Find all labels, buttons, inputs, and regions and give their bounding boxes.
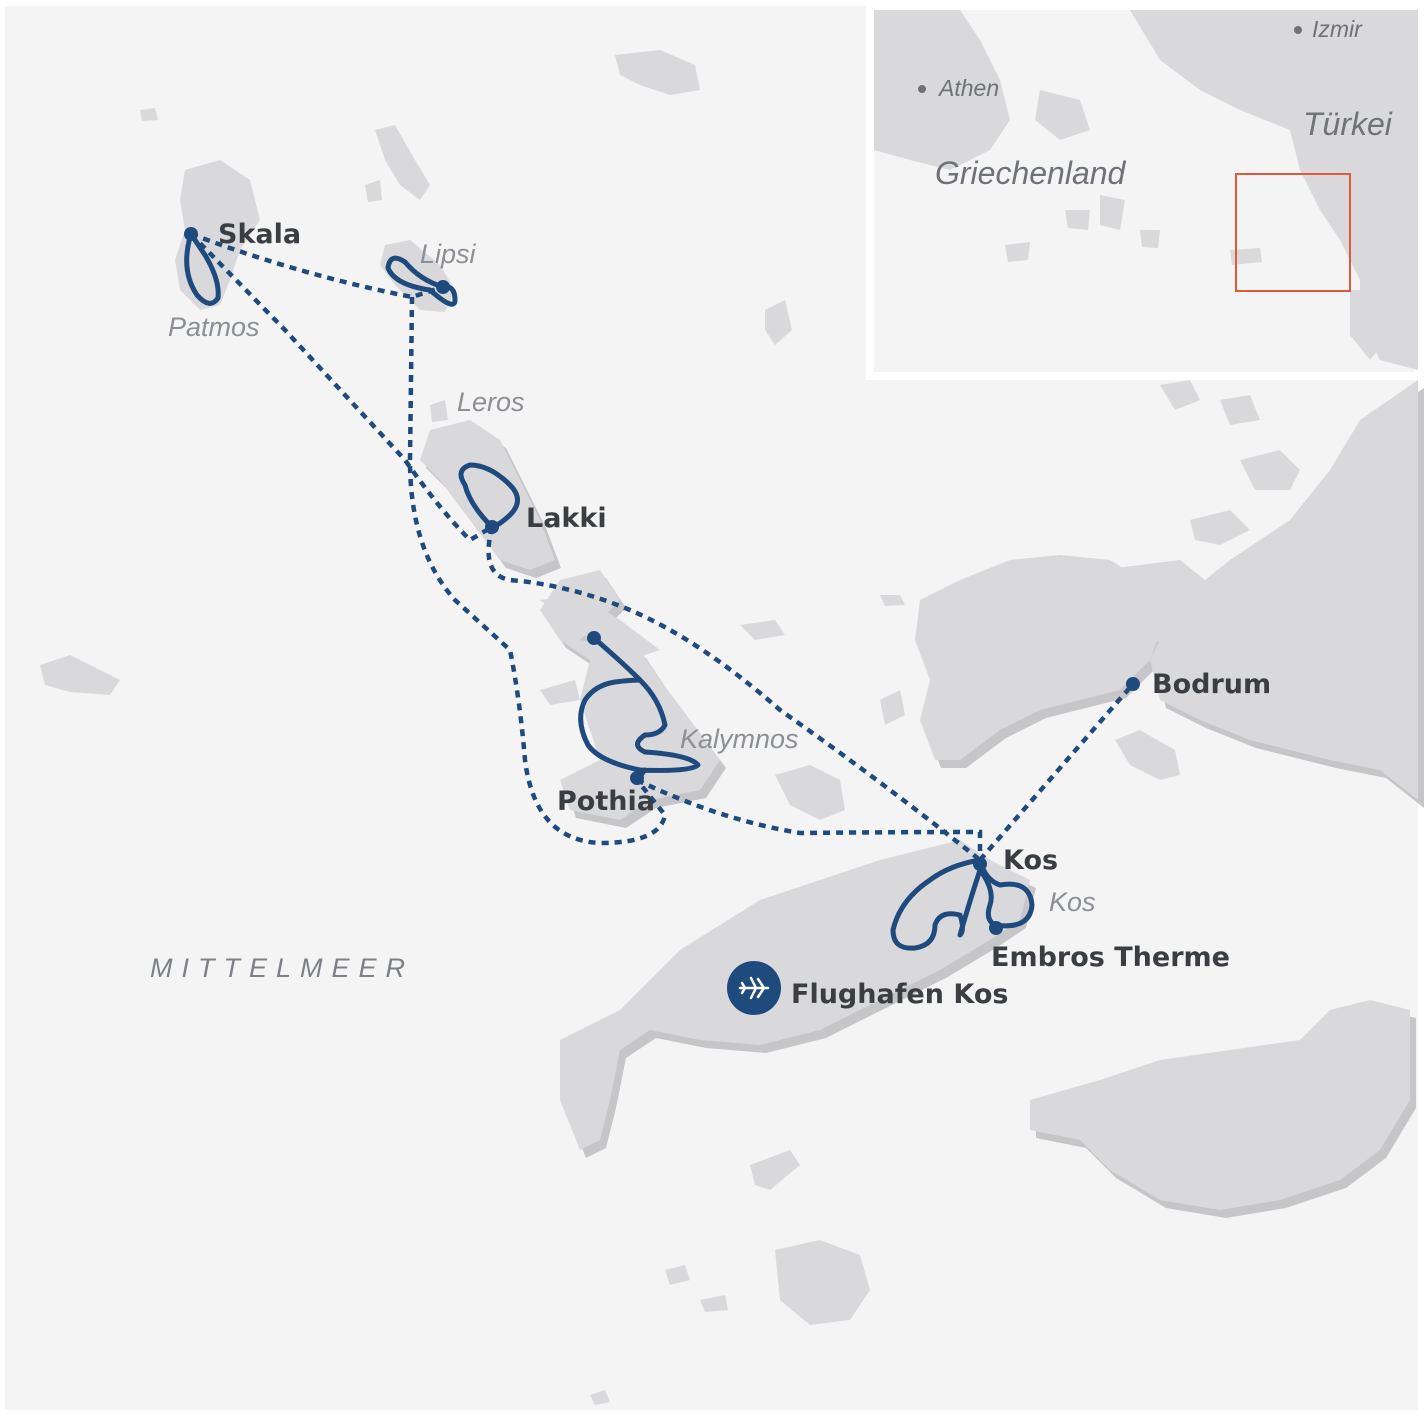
label-leros: Leros xyxy=(457,387,525,417)
label-lakki: Lakki xyxy=(526,503,607,534)
route-patmos xyxy=(184,231,221,306)
inset-land xyxy=(874,10,1418,370)
inset-label-izmir: Izmir xyxy=(1312,16,1363,42)
inset-label-tuerkei: Türkei xyxy=(1303,106,1393,142)
ferry-pothia-kos xyxy=(636,777,983,860)
marker-lipsi xyxy=(436,280,450,294)
marker-bodrum xyxy=(1126,677,1140,691)
label-patmos: Patmos xyxy=(168,312,260,342)
ferry-skala-lakki xyxy=(189,232,494,543)
marker-kalymnos-north xyxy=(587,631,601,645)
label-skala: Skala xyxy=(218,219,301,250)
izmir-marker xyxy=(1294,26,1302,34)
label-bodrum: Bodrum xyxy=(1152,669,1271,700)
route-kos xyxy=(890,857,1035,951)
marker-lakki xyxy=(485,520,499,534)
label-sea: MITTELMEER xyxy=(150,953,414,983)
marker-skala xyxy=(184,227,198,241)
route-leros xyxy=(458,462,520,530)
inset-map: Athen Izmir Griechenland Türkei xyxy=(866,2,1422,380)
label-lipsi: Lipsi xyxy=(420,239,477,269)
marker-kos-town xyxy=(973,857,987,871)
marker-pothia xyxy=(630,771,644,785)
marker-embros xyxy=(989,921,1003,935)
ferry-routes xyxy=(189,231,1135,862)
athen-marker xyxy=(918,85,926,93)
land-masses xyxy=(40,50,1418,1405)
label-embros-therme: Embros Therme xyxy=(991,942,1230,973)
inset-label-griechenland: Griechenland xyxy=(935,155,1127,191)
label-pothia: Pothia xyxy=(557,786,655,817)
label-airport: Flughafen Kos xyxy=(791,979,1008,1010)
ferry-skala-lipsi xyxy=(190,231,444,300)
airplane-icon xyxy=(727,961,781,1015)
route-lipsi xyxy=(385,255,458,307)
label-kos-town: Kos xyxy=(1003,845,1058,876)
label-kalymnos: Kalymnos xyxy=(680,724,799,754)
island-routes xyxy=(184,231,1035,951)
place-labels: Skala Lakki Pothia Kos Bodrum Embros The… xyxy=(218,219,1271,1010)
inset-label-athen: Athen xyxy=(937,75,999,101)
label-kos-island: Kos xyxy=(1049,887,1096,917)
island-labels: Patmos Lipsi Leros Kalymnos Kos xyxy=(168,239,1096,917)
markers xyxy=(184,227,1140,935)
inset-highlight-frame xyxy=(1235,173,1351,292)
